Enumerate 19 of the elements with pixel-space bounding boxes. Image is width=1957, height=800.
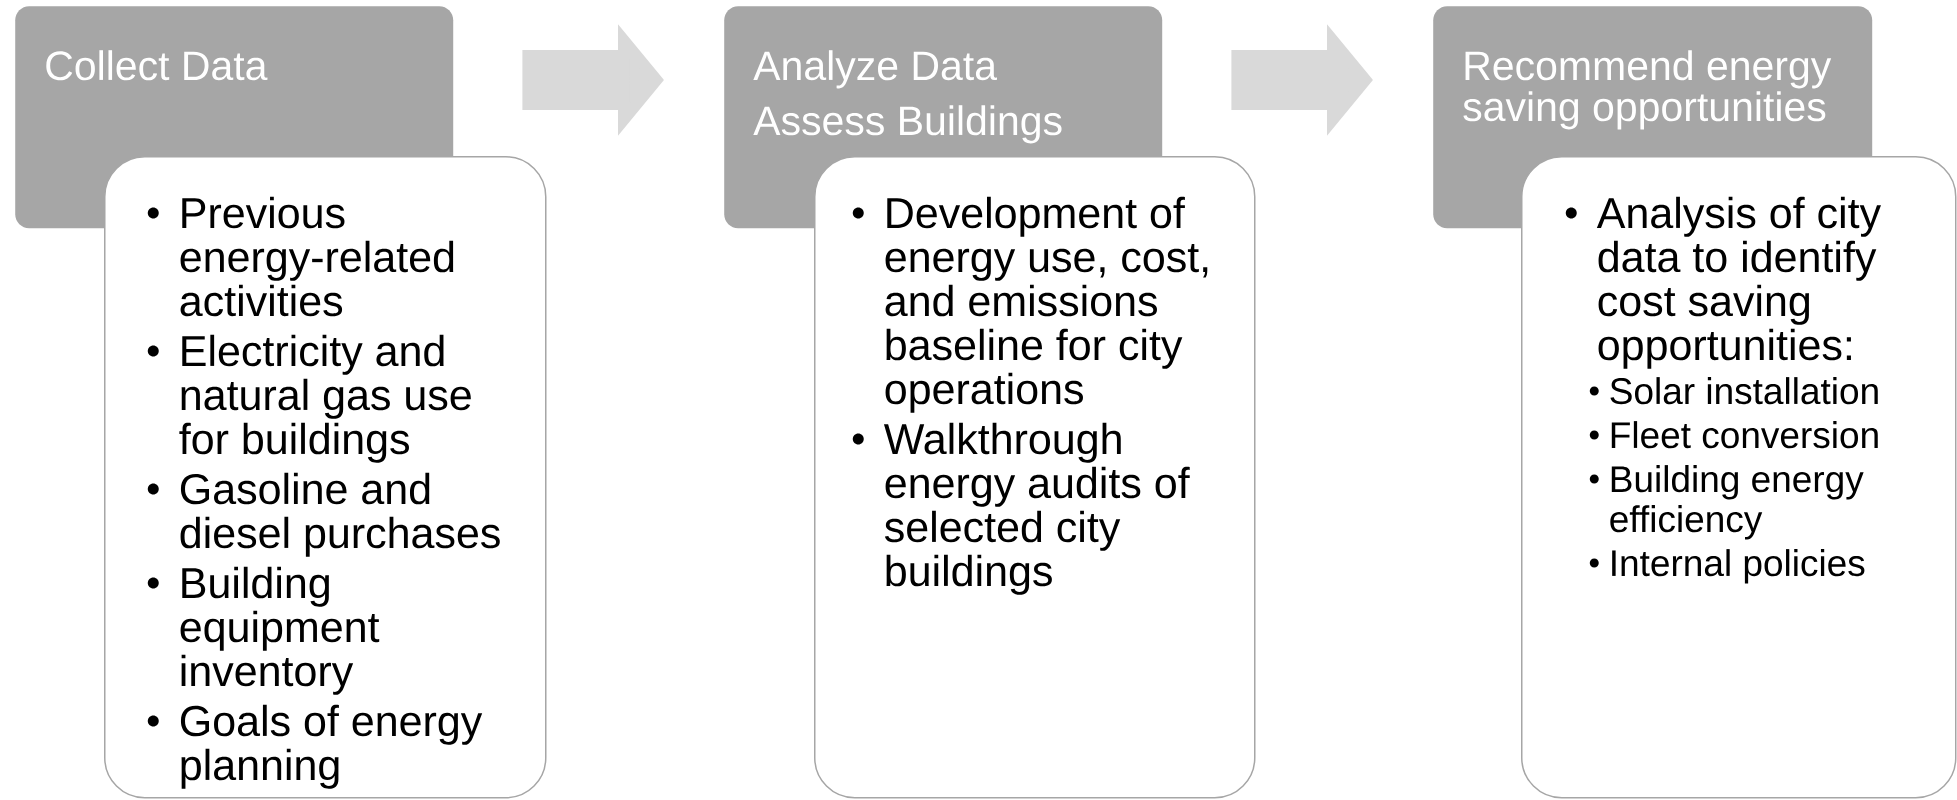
bullet-item: Electricity and natural gas use for buildings [147,334,471,463]
bullet-card [1521,156,1957,799]
bullet-item: Gasoline and diesel purchases [147,472,500,557]
bullet-item: Analysis of city data to identify cost saving opportunities: [1565,196,1881,369]
bullet-item: Development of energy use, cost, and emissions baseline for city operations [852,196,1208,413]
bullet-card [814,156,1256,799]
bullet-item: Building equipment inventory [147,566,380,695]
bullet-item: Goals of energy planning [147,704,483,789]
bullet-item: Previous energy-related activities [147,196,454,317]
bullet-item: Solar installation [1589,377,1878,405]
heading: Collect Data [46,50,268,81]
heading: Assess Buildings [753,105,1062,144]
heading: Recommend energy saving opportunities [1463,50,1832,130]
bullet-card [104,156,547,799]
bullet-item: Walkthrough energy audits of selected city buildings [852,422,1190,595]
bullet-item: Building energy efficiency [1589,465,1864,540]
bullet-item: Internal policies [1589,549,1865,584]
heading: Analyze Data [753,50,997,89]
bullet-item: Fleet conversion [1589,421,1878,449]
